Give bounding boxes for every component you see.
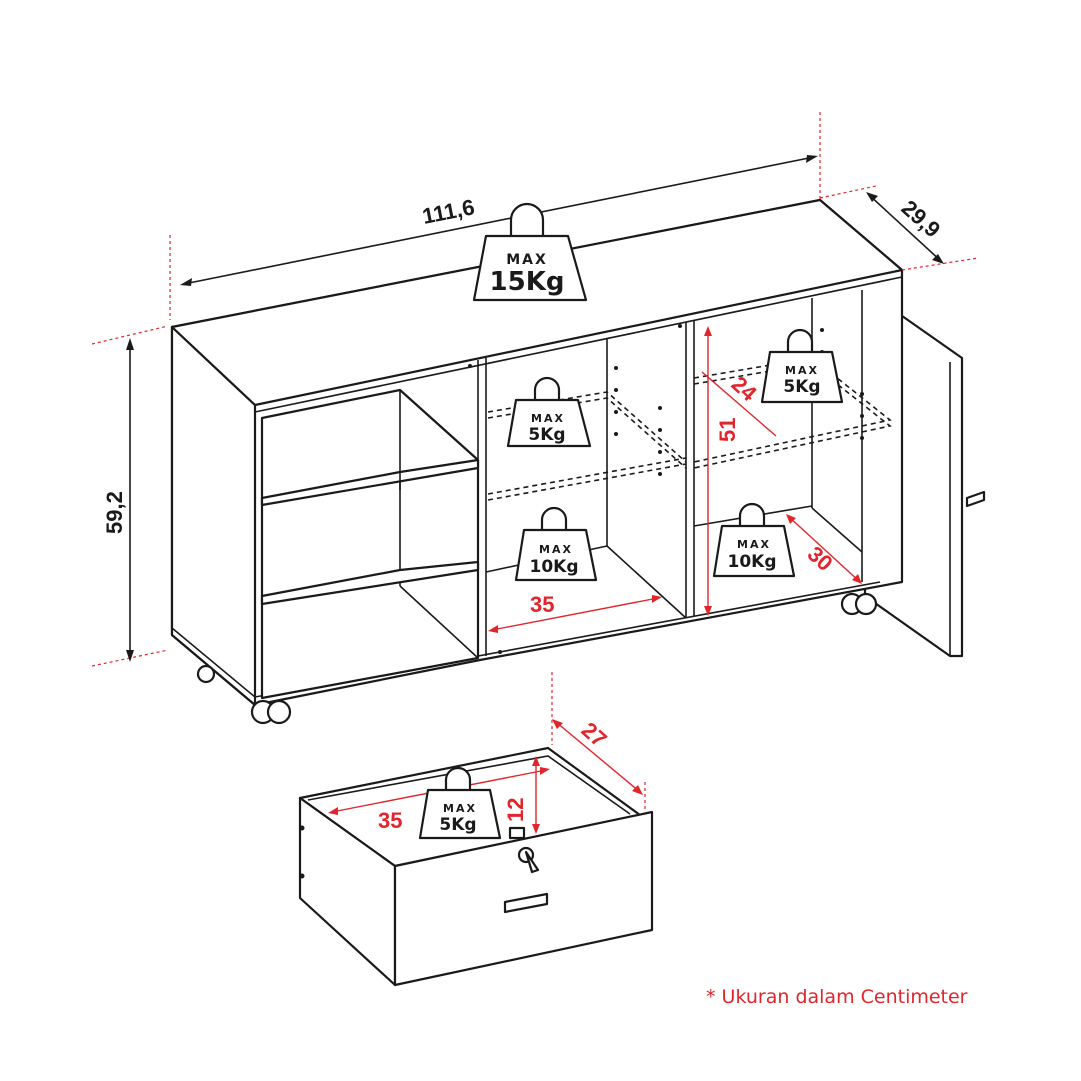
svg-text:10Kg: 10Kg <box>530 557 579 577</box>
lock-latch <box>508 826 526 840</box>
dim-drawer-depth-label: 27 <box>577 717 612 752</box>
svg-text:5Kg: 5Kg <box>528 425 565 445</box>
shelf-pin-holes <box>468 324 864 654</box>
svg-text:10Kg: 10Kg <box>728 552 777 572</box>
dim-inner-height-label: 51 <box>715 418 740 442</box>
units-note: * Ukuran dalam Centimeter <box>706 986 968 1008</box>
weight-icon-middle-shelf: MAX 5Kg <box>506 376 592 448</box>
dim-compartment-width-label: 35 <box>530 592 554 617</box>
weight-icon-top: MAX 15Kg <box>472 202 588 302</box>
caster-wheels <box>196 592 878 725</box>
dim-height-label: 59,2 <box>102 491 127 534</box>
left-compartment <box>260 388 480 700</box>
dim-width-label: 111,6 <box>420 194 476 229</box>
weight-icon-right-bottom: MAX 10Kg <box>712 502 796 578</box>
svg-text:5Kg: 5Kg <box>783 377 820 397</box>
drawer-handle-icon <box>503 892 549 914</box>
svg-text:MAX: MAX <box>785 364 819 377</box>
dim-drawer-width-label: 35 <box>378 808 402 833</box>
svg-text:MAX: MAX <box>506 252 548 268</box>
weight-icon-middle-bottom: MAX 10Kg <box>514 506 598 582</box>
door-handle-icon <box>965 490 986 508</box>
dim-depth-label: 29,9 <box>897 195 946 242</box>
dim-drawer-height-label: 12 <box>503 798 528 822</box>
dimension-lines <box>91 112 979 834</box>
svg-text:MAX: MAX <box>539 543 573 556</box>
svg-text:MAX: MAX <box>737 538 771 551</box>
svg-text:15Kg: 15Kg <box>490 267 565 297</box>
weight-icon-drawer: MAX 5Kg <box>418 766 502 840</box>
svg-text:MAX: MAX <box>443 802 477 815</box>
svg-text:5Kg: 5Kg <box>439 815 476 835</box>
weight-icon-right-shelf: MAX 5Kg <box>760 328 844 404</box>
svg-text:MAX: MAX <box>531 412 565 425</box>
